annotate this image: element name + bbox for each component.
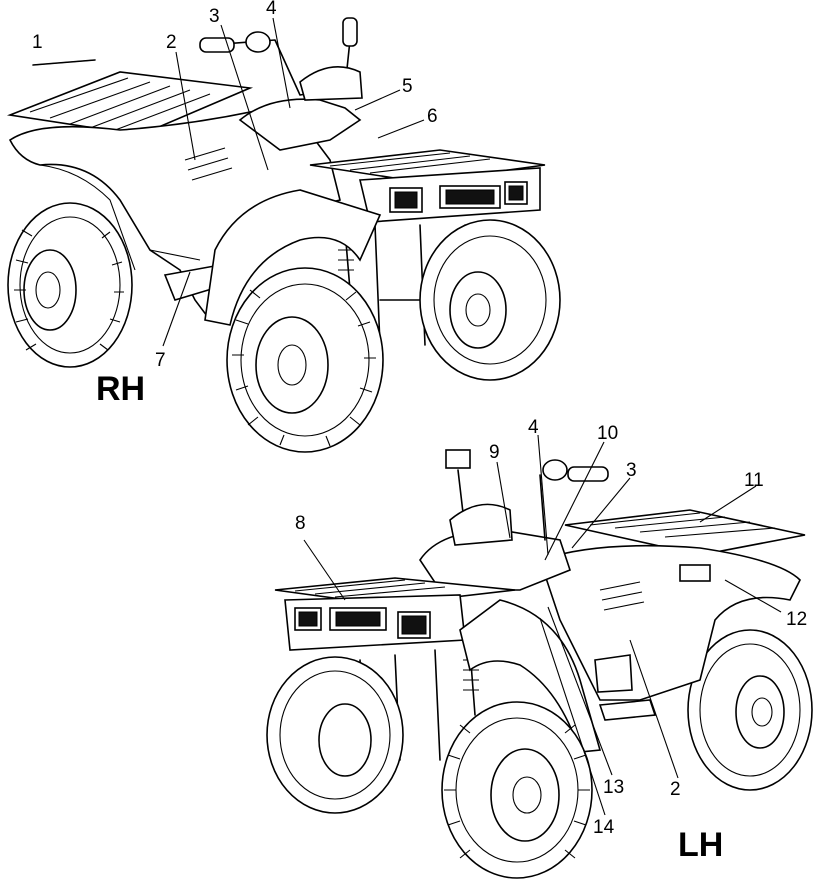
rh-callout-3: 3 [209, 6, 220, 27]
lh-leader-lines [303, 434, 782, 816]
rh-callout-7: 7 [155, 350, 166, 371]
lh-callout-3: 3 [626, 460, 637, 481]
lh-front-rack [274, 577, 516, 651]
rh-callout-1: 1 [32, 32, 43, 53]
rh-callout-2: 2 [166, 32, 177, 53]
lh-callout-8: 8 [295, 513, 306, 534]
lh-callout-4: 4 [528, 417, 539, 438]
lh-engine-cover [594, 654, 633, 693]
rh-leader-lines [32, 17, 425, 347]
rh-callouts: 1 2 3 4 5 6 7 [32, 0, 438, 371]
lh-rear-decal [679, 564, 711, 582]
rh-callout-6: 6 [427, 106, 438, 127]
lh-4x4-decal [599, 581, 645, 611]
lh-headlight-pod [449, 503, 513, 546]
lh-handlebars [445, 449, 609, 541]
lh-footrest [598, 699, 657, 721]
lh-callout-14: 14 [593, 817, 615, 838]
rh-front-right-wheel [419, 219, 561, 381]
rh-view-label: RH [96, 370, 145, 408]
lh-front-fender [459, 599, 602, 753]
lh-view-label: LH [678, 826, 723, 864]
rh-callout-4: 4 [266, 0, 277, 19]
lh-callout-2: 2 [670, 779, 681, 800]
rh-atv-drawing [6, 17, 561, 453]
rh-front-fender [204, 189, 382, 326]
rh-front-left-wheel [226, 267, 384, 453]
lh-callout-10: 10 [597, 423, 618, 444]
rh-fuel-tank [238, 98, 362, 151]
rh-callout-5: 5 [402, 76, 413, 97]
lh-callout-9: 9 [489, 442, 500, 463]
lh-atv-drawing [266, 449, 813, 879]
rh-4x4-decal [184, 147, 233, 181]
rh-handlebars [199, 17, 358, 96]
rh-rear-wheel [7, 202, 133, 368]
lh-callout-11: 11 [744, 470, 764, 491]
rh-front-rack [309, 149, 546, 223]
lh-front-near-wheel [441, 701, 593, 879]
lh-rear-wheel [687, 629, 813, 791]
lh-callout-13: 13 [603, 777, 624, 798]
lh-callouts: 8 9 4 10 3 11 12 13 2 14 [295, 417, 807, 838]
lh-front-far-wheel [266, 656, 404, 814]
lh-callout-12: 12 [786, 609, 807, 630]
rh-headlight-pod [299, 66, 363, 101]
